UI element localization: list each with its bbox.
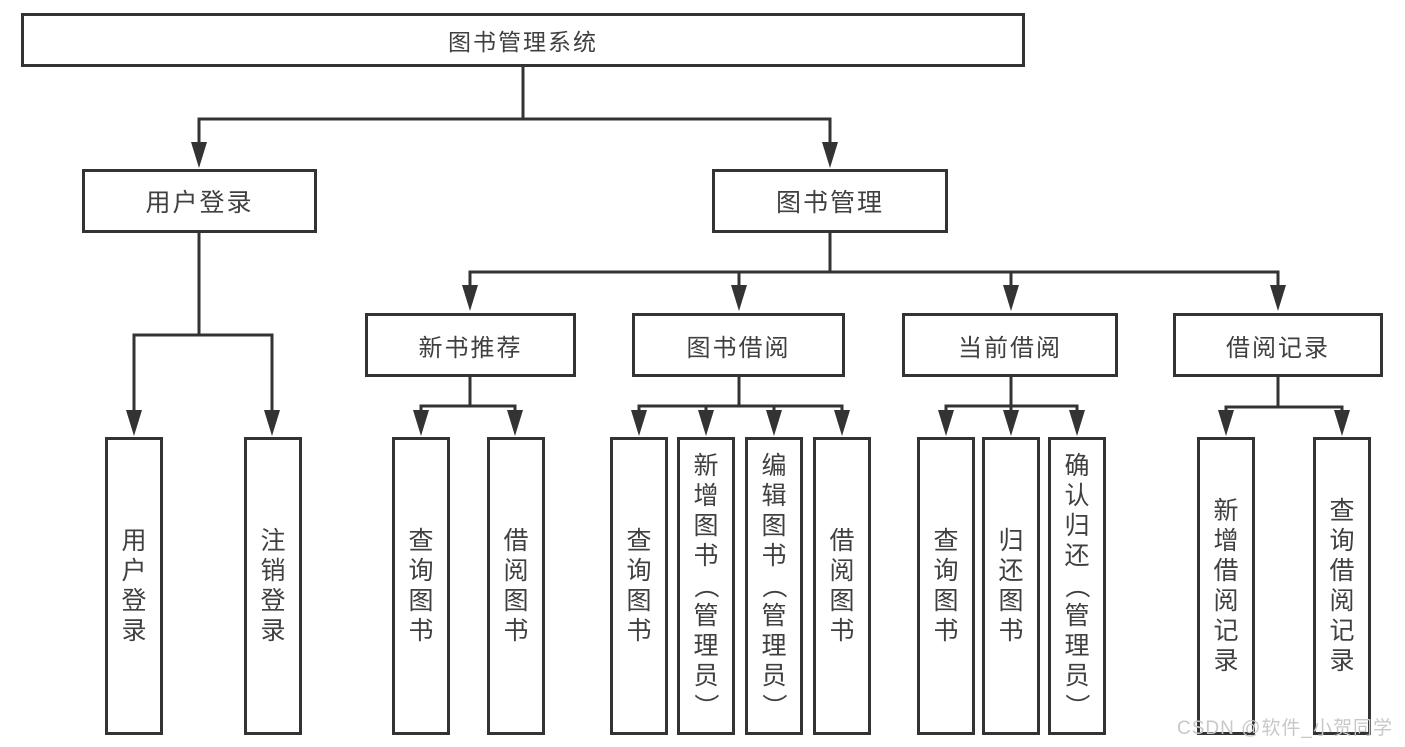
leaf-bb-edit-books-admin: 编辑图书（管理员） (745, 437, 803, 735)
leaf-cb-return-books: 归还图书 (982, 437, 1040, 735)
connector-new-books-children (413, 377, 523, 436)
leaf-cb-query-books: 查询图书 (917, 437, 975, 735)
leaf-nb-borrow-books: 借阅图书 (487, 437, 545, 735)
leaf-br-add-record: 新增借阅记录 (1197, 437, 1255, 735)
connector-borrow-records-children (1218, 377, 1350, 436)
node-current-borrowing: 当前借阅 (902, 313, 1118, 377)
node-root-library-management-system: 图书管理系统 (21, 13, 1025, 67)
node-borrowing-records: 借阅记录 (1173, 313, 1383, 377)
leaf-br-query-record: 查询借阅记录 (1313, 437, 1371, 735)
connector-root-to-level2 (191, 67, 838, 168)
connector-user-login-children (126, 233, 280, 436)
csdn-watermark: CSDN @软件_小贺同学 (1177, 718, 1393, 739)
leaf-bb-query-books: 查询图书 (610, 437, 668, 735)
leaf-bb-add-books-admin: 新增图书（管理员） (677, 437, 735, 735)
connector-current-borrow-children (938, 377, 1085, 436)
node-book-management: 图书管理 (712, 169, 948, 233)
connector-book-borrow-children (631, 377, 850, 436)
leaf-cb-confirm-return-admin: 确认归还（管理员） (1048, 437, 1106, 735)
leaf-logout: 注销登录 (244, 437, 302, 735)
node-book-borrowing: 图书借阅 (632, 313, 845, 377)
connector-book-mgmt-to-level3 (462, 233, 1286, 311)
leaf-nb-query-books: 查询图书 (392, 437, 450, 735)
leaf-bb-borrow-books: 借阅图书 (813, 437, 871, 735)
node-new-book-recommendation: 新书推荐 (365, 313, 576, 377)
node-user-login: 用户登录 (82, 169, 317, 233)
leaf-user-login: 用户登录 (105, 437, 163, 735)
